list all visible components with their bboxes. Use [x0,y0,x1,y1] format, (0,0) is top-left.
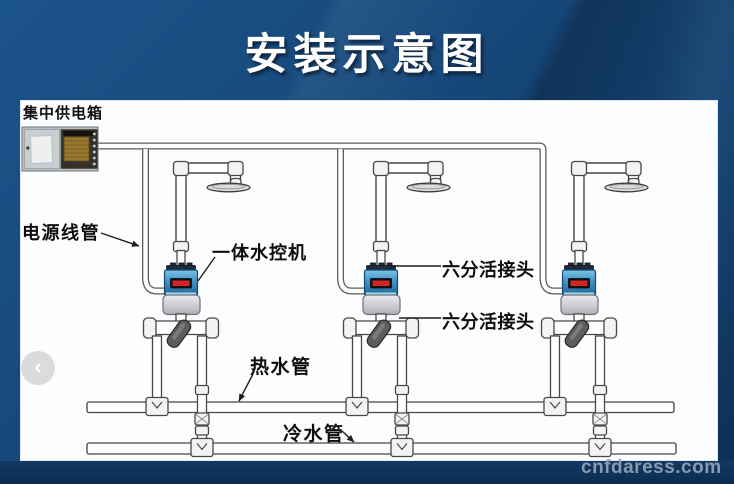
chevron-left-icon: ‹ [34,354,42,379]
bottom-band [0,461,734,484]
box-lock [26,146,30,150]
hot-water-pipe [86,401,675,414]
hot-water-pipe-label: 热水管 [250,357,312,378]
page-title: 安装示意图 [244,32,490,79]
prev-arrow-button[interactable]: ‹ [21,351,55,385]
water-controller-label: 一体水控机 [212,243,307,263]
power-supply-box [21,126,99,172]
cold-pipe-leader-line [341,430,355,443]
hot-pipe-leader-line [238,373,254,402]
power-conduit-label: 电源线管 [22,223,100,243]
cold-water-pipe [86,442,677,455]
union-joint-bottom-label: 六分活接头 [442,312,535,332]
conduit-leader-line [100,232,140,247]
watermark-text: cnfdaress.com [581,457,722,478]
cold-water-pipe-label: 冷水管 [283,424,345,445]
power-box-label: 集中供电箱 [23,106,104,122]
controller-leader-line [197,256,216,282]
terminal-screws [92,132,97,166]
power-conduit [97,142,562,295]
union-joint-top-label: 六分活接头 [442,260,535,280]
